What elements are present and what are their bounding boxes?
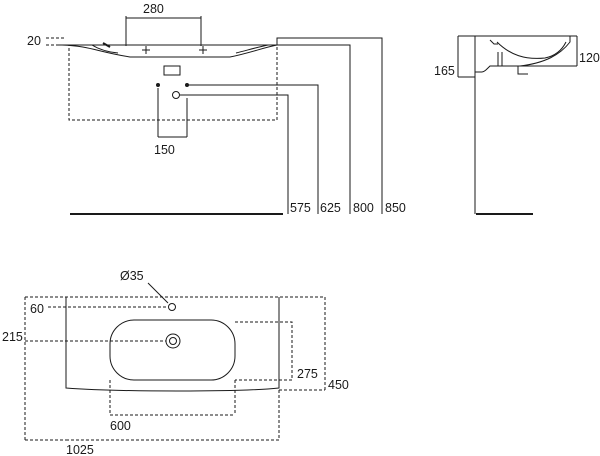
dim-1025-label: 1025 [66,443,94,456]
dim-275-box [235,321,293,381]
cabinet-outline [68,44,278,121]
basin-top-edge [58,37,282,46]
plan-view: Ø35 60 215 275 450 600 1025 [2,269,349,456]
waste-hole-right [172,91,180,99]
tap-hole-mark-right [199,46,207,54]
dim-625-leader [187,84,319,214]
side-tap-hole [489,39,498,45]
basin-bowl-inner [91,44,119,54]
dim-1025-line [66,390,280,441]
dim-d35-label: Ø35 [120,269,144,283]
waste-outlet [163,65,181,76]
dim-800-label: 800 [353,201,374,215]
dim-850-leader [282,37,383,214]
plan-bowl [109,319,236,381]
dim-165-label: 165 [434,64,455,78]
dim-60-label: 60 [30,302,44,316]
front-view: 280 20 150 575 625 800 850 [27,2,406,215]
dim-150-label: 150 [154,143,175,157]
dim-280-label: 280 [143,2,164,16]
dim-450-label: 450 [328,378,349,392]
side-bowl-profile [496,41,567,59]
tap-hole-mark-center [142,46,150,54]
side-trap [517,66,528,75]
dim-215-label: 215 [2,330,23,344]
dim-575-leader [180,94,289,214]
basin-bowl-inner-right [235,44,269,54]
dim-850-label: 850 [385,201,406,215]
side-waste-pipe [497,52,503,66]
basin-bowl-profile [61,44,278,58]
dim-600-label: 600 [110,419,131,433]
plan-waste-inner [169,337,177,345]
waste-hole-left [156,83,160,87]
plan-tap-hole [168,303,176,311]
dim-575-label: 575 [290,201,311,215]
plan-waste-outer [165,333,181,349]
plan-outer-dashed-top [25,296,326,390]
dim-800-leader [277,44,351,214]
dim-275-label: 275 [297,367,318,381]
side-view: 165 120 [434,35,600,215]
dim-625-label: 625 [320,201,341,215]
dim-20-label: 20 [27,34,41,48]
dim-120-label: 120 [579,51,600,65]
plan-basin-outline [65,297,280,392]
dim-d35-leader [147,282,169,304]
